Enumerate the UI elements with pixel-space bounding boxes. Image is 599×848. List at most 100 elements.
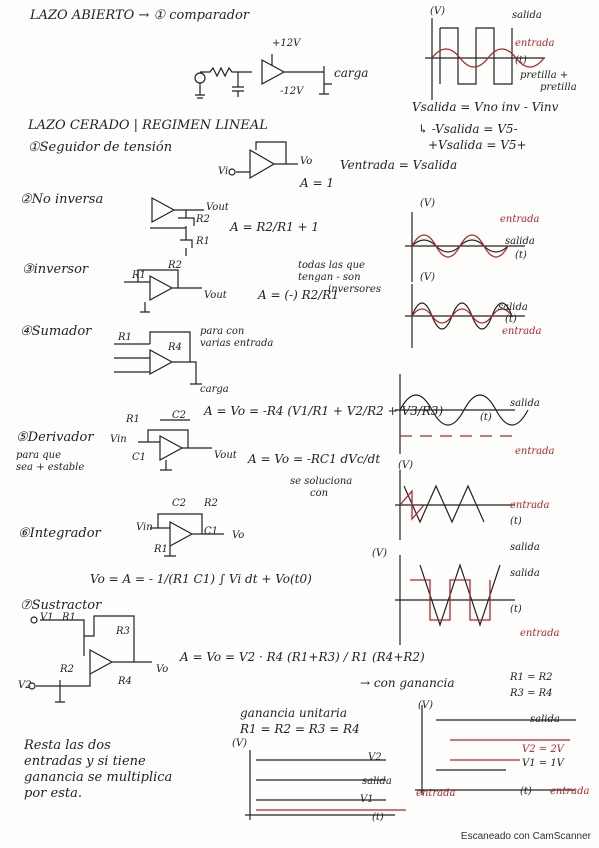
s7-v2: V2 xyxy=(18,680,32,691)
s4-r1: R1 xyxy=(118,332,132,343)
s7-note2: entradas y si tiene xyxy=(24,754,146,769)
s5-note1: para que xyxy=(16,450,62,461)
eq-vsalida: Vsalida = Vno inv - Vinv xyxy=(412,100,559,114)
s4-graph-entrada: entrada xyxy=(515,446,555,457)
s3-graph-entrada: entrada xyxy=(502,326,542,337)
s5-eq: A = Vo = -RC1 dVc/dt xyxy=(248,452,381,466)
s2-r1: R1 xyxy=(196,236,210,247)
s7-g2-v1: V1 = 1V xyxy=(522,758,564,769)
s6-r1: R1 xyxy=(154,544,168,555)
s4-eq: A = Vo = -R4 (V1/R1 + V2/R2 + V3/R3) xyxy=(204,404,444,418)
s4-graph-t: (t) xyxy=(480,412,492,423)
s1-vi: Vi xyxy=(218,166,229,177)
s2-title: ②No inversa xyxy=(20,192,104,207)
s2-vout: Vout xyxy=(206,202,229,213)
s4-note2: varias entrada xyxy=(200,338,274,349)
s5-note4: con xyxy=(310,488,329,499)
s3-graph-t: (t) xyxy=(505,314,517,325)
s1-eq: Ventrada = Vsalida xyxy=(340,158,458,172)
s5-graph-entrada: entrada xyxy=(510,500,550,511)
s6-graph-salida: salida xyxy=(510,568,540,579)
s5-c1: C1 xyxy=(132,452,147,463)
s5-graph-v: (V) xyxy=(398,460,414,471)
s6-r2: R2 xyxy=(204,498,218,509)
s4-graph-salida: salida xyxy=(510,398,540,409)
s5-graph-salida: salida xyxy=(510,542,540,553)
s7-unity-eq: R1 = R2 = R3 = R4 xyxy=(240,722,360,736)
s7-r4: R4 xyxy=(118,676,132,687)
s5-vout: Vout xyxy=(214,450,237,461)
s2-graph-t: (t) xyxy=(515,250,527,261)
s5-r1: R1 xyxy=(126,414,140,425)
s7-eq: A = Vo = V2 · R4 (R1+R3) / R1 (R4+R2) xyxy=(180,650,425,664)
s4-title: ④Sumador xyxy=(20,324,92,339)
s7-note4: por esta. xyxy=(24,786,82,801)
s5-title: ⑤Derivador xyxy=(16,430,94,445)
carga-label: carga xyxy=(334,66,369,80)
s1-gain: A = 1 xyxy=(300,176,334,190)
s5-graph-t: (t) xyxy=(510,516,522,527)
s7-g1-v1: V1 xyxy=(360,794,374,805)
top-graph-pretilla2: pretilla xyxy=(540,82,577,93)
s6-graph-t: (t) xyxy=(510,604,522,615)
s7-note3: ganancia se multiplica xyxy=(24,770,173,785)
s7-title: ⑦Sustractor xyxy=(20,598,102,613)
s1-vo: Vo xyxy=(300,156,313,167)
s6-graph-entrada: entrada xyxy=(520,628,560,639)
s3-graph-v: (V) xyxy=(420,272,436,283)
s3-r1: R1 xyxy=(132,270,146,281)
s4-note1: para con xyxy=(200,326,245,337)
s2-graph-salida: salida xyxy=(505,236,535,247)
plus12-label: +12V xyxy=(272,38,301,49)
s3-r2: R2 xyxy=(168,260,182,271)
closed-loop-title: LAZO CERADO | REGIMEN LINEAL xyxy=(28,118,268,133)
s2-graph-entrada: entrada xyxy=(500,214,540,225)
top-graph-t: (t) xyxy=(515,55,527,66)
s3-graph-salida: salida xyxy=(498,302,528,313)
s6-title: ⑥Integrador xyxy=(18,526,101,541)
s2-eq: A = R2/R1 + 1 xyxy=(230,220,320,234)
s7-g2-v2: V2 = 2V xyxy=(522,744,564,755)
s7-unity: ganancia unitaria xyxy=(240,706,347,720)
s6-graph-v: (V) xyxy=(372,548,388,559)
s6-vin: Vin xyxy=(136,522,153,533)
s4-carga: carga xyxy=(200,384,229,395)
s7-r2: R2 xyxy=(60,664,74,675)
s7-g1-v: (V) xyxy=(232,738,248,749)
s7-r3: R3 xyxy=(116,626,130,637)
s7-vo: Vo xyxy=(156,664,169,675)
s7-g1-salida: salida xyxy=(362,776,392,787)
s7-r1: R1 xyxy=(62,612,76,623)
s7-g2-v: (V) xyxy=(418,700,434,711)
s7-gain-note: → con ganancia xyxy=(360,676,455,690)
s6-c2: C2 xyxy=(172,498,187,509)
s7-g2-t: (t) xyxy=(520,786,532,797)
open-loop-title: LAZO ABIERTO → ① comparador xyxy=(30,8,250,23)
s3-title: ③inversor xyxy=(22,262,89,277)
s7-g1-t: (t) xyxy=(372,812,384,823)
s7-rr1: R1 = R2 xyxy=(510,672,553,683)
s7-g2-salida: salida xyxy=(530,714,560,725)
s4-r4: R4 xyxy=(168,342,182,353)
s7-v1: V1 xyxy=(40,612,54,623)
s7-note1: Resta las dos xyxy=(24,738,111,753)
s3-eq: A = (-) R2/R1 xyxy=(258,288,339,302)
minus12-label: -12V xyxy=(280,86,304,97)
s6-vo: Vo xyxy=(232,530,245,541)
s6-c1: C1 xyxy=(204,526,219,537)
s5-c2: C2 xyxy=(172,410,187,421)
top-graph-salida: salida xyxy=(512,10,542,21)
s5-vin: Vin xyxy=(110,434,127,445)
s2-graph-v: (V) xyxy=(420,198,436,209)
s3-note1: todas las que xyxy=(298,260,365,271)
top-graph-entrada: entrada xyxy=(515,38,555,49)
s3-note2: tengan - son xyxy=(298,272,361,283)
top-graph-v: (V) xyxy=(430,6,446,17)
s3-vout: Vout xyxy=(204,290,227,301)
s7-g1-entrada: entrada xyxy=(416,788,456,799)
s7-g2-entrada: entrada xyxy=(550,786,590,797)
s3-note3: inversores xyxy=(328,284,381,295)
eq-vs-minus: ↳ -Vsalida = V5- xyxy=(418,122,518,136)
